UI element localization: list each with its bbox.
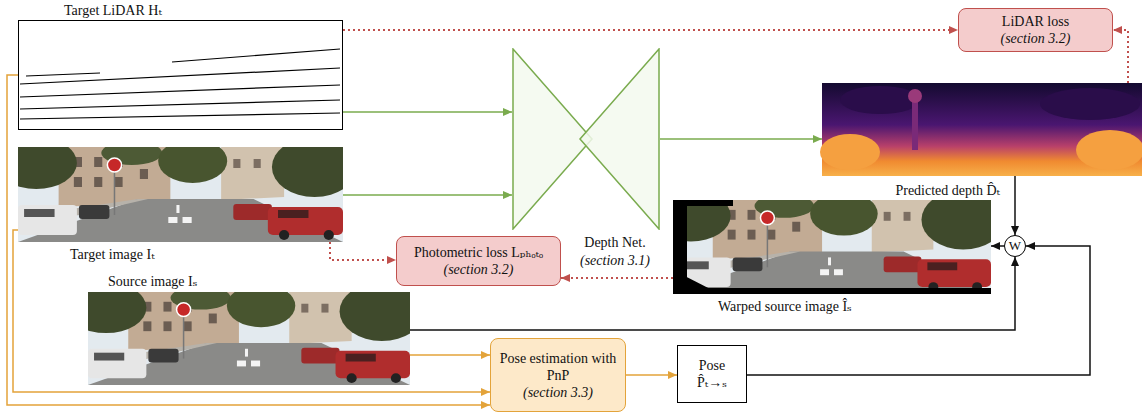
connector-arrow (991, 245, 1004, 247)
illustration-line (20, 113, 340, 119)
loss-box: Photometric loss Lₚₕₒₜₒ(section 3.2) (396, 236, 561, 286)
illustration-ellipse (1076, 130, 1142, 170)
connector-arrow (330, 242, 396, 260)
network-shape: Depth Net.(section 3.1) (512, 48, 660, 230)
connector-arrow (343, 111, 512, 113)
illustration-ellipse (820, 134, 880, 170)
illustration-rect (673, 288, 991, 294)
illustration-g (20, 49, 340, 119)
pose-box: PoseP̂ₜ→ₛ (677, 345, 747, 403)
illustration-line (20, 100, 340, 109)
illustration-line (20, 85, 340, 97)
connector-arrow (410, 354, 490, 356)
node-label: Target LiDAR Hₜ (64, 2, 162, 19)
network-triangle (580, 49, 659, 229)
lidar-image: Target LiDAR Hₜ (18, 20, 343, 130)
node-label: W (1009, 239, 1021, 253)
illustration-ellipse (840, 86, 920, 114)
connector-arrow (626, 374, 677, 376)
node-label: Warped source image Îₛ (718, 298, 852, 315)
illustration-rect (912, 95, 918, 150)
connector-arrow (343, 194, 512, 196)
illustration-ellipse (1040, 88, 1140, 120)
illustration-circle (908, 89, 922, 103)
depth-image: Predicted depth D̂ₜ (822, 83, 1142, 176)
warped-image: Warped source image Îₛ (673, 200, 991, 294)
node-label: Predicted depth D̂ₜ (895, 182, 1000, 199)
node-label: Source image Iₛ (108, 273, 197, 290)
connector-arrow (410, 257, 1015, 330)
illustration-use (66, 282, 424, 385)
node-label: LiDAR loss (1002, 13, 1069, 30)
warp-operator: W (1004, 235, 1026, 257)
camera-image: Target image Iₜ (18, 147, 343, 242)
illustration-rect (673, 200, 733, 206)
node-label: Pose (699, 357, 725, 374)
node-label: Photometric loss Lₚₕₒₜₒ (414, 244, 543, 261)
network-outline (512, 48, 660, 230)
node-label: Pose estimation with PnP (499, 350, 617, 384)
loss-box: LiDAR loss(section 3.2) (958, 8, 1113, 52)
illustration-rect (18, 20, 343, 130)
connector-arrow (343, 29, 958, 31)
illustration-use (0, 137, 357, 242)
connector-arrow (660, 138, 822, 140)
connector-arrow (1014, 176, 1016, 235)
illustration-use (651, 190, 1005, 294)
node-sublabel: (section 3.2) (1001, 30, 1071, 47)
camera-image: Source image Iₛ (88, 292, 410, 385)
illustration-line (172, 49, 340, 62)
connector-arrow (1113, 30, 1128, 83)
process-box: Pose estimation with PnP(section 3.3) (490, 338, 626, 412)
illustration-line (26, 73, 100, 76)
connector-arrow (561, 277, 673, 279)
node-sublabel: (section 3.2) (444, 261, 514, 278)
node-label: Target image Iₜ (70, 246, 155, 263)
illustration-line (20, 68, 340, 84)
node-sublabel: P̂ₜ→ₛ (697, 374, 727, 391)
node-sublabel: (section 3.1) (570, 252, 660, 269)
node-sublabel: (section 3.3) (523, 384, 593, 401)
node-label: Depth Net. (570, 234, 660, 251)
